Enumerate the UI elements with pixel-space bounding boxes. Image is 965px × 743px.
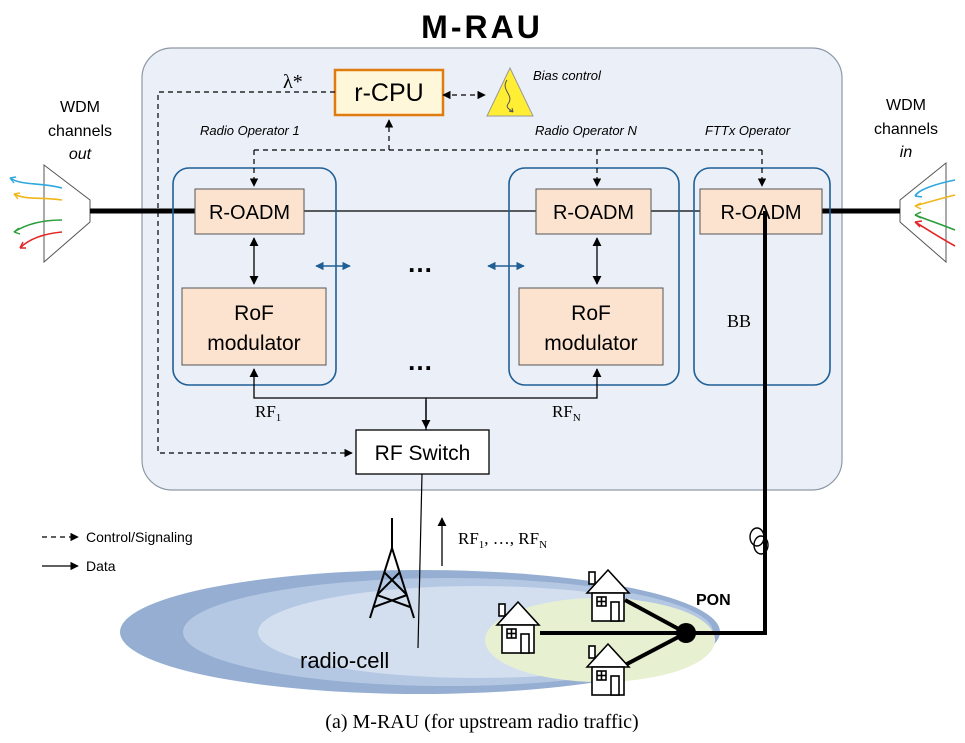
bb-label: BB: [727, 311, 751, 331]
rof-modulator-n-line1: RoF: [571, 302, 611, 325]
wdm-in-mux-icon: [899, 161, 956, 264]
legend-data-label: Data: [86, 558, 116, 574]
roadm-n-block: [535, 188, 652, 235]
diagram-title: M-RAU: [421, 9, 543, 45]
wdm-in-line3: in: [900, 144, 913, 161]
r-cpu-label: r-CPU: [354, 79, 423, 107]
rof-modulator-n-line2: modulator: [544, 332, 637, 355]
pon-splitter: [676, 623, 696, 643]
roadm-fttx-label: R-OADM: [720, 202, 801, 224]
legend-control-label: Control/Signaling: [86, 529, 193, 545]
antenna-tower-icon: [369, 518, 415, 619]
wdm-out-line1: WDM: [60, 99, 100, 116]
house-icon: [495, 600, 541, 654]
fiber-coil-icon: [749, 527, 769, 555]
roadm-fttx-block: [699, 188, 823, 235]
rfn-label: RFN: [552, 402, 581, 424]
rf-switch-block: [355, 429, 490, 475]
radio-cell-area: [120, 570, 720, 694]
rof-modulator-1-line2: modulator: [207, 332, 300, 355]
roadm-1-label: R-OADM: [209, 202, 290, 224]
rof-modulator-1-line1: RoF: [234, 302, 274, 325]
control-lines: [157, 90, 767, 458]
lambda-label: λ*: [283, 71, 303, 93]
wdm-in-line2: channels: [874, 121, 938, 138]
bias-control-label: Bias control: [533, 68, 602, 83]
radio-operator-n-module: [508, 167, 680, 386]
rof-modulator-n-block: [518, 287, 664, 366]
roadm-1-block: [194, 188, 305, 235]
bias-control-icon: [486, 66, 534, 117]
wdm-out-line3: out: [69, 146, 92, 163]
wdm-out-demux-icon: [9, 163, 91, 264]
rf1-label: RF1: [255, 402, 281, 424]
legend: Control/Signaling Data: [42, 529, 193, 574]
rf-data-lines: [249, 368, 602, 430]
house-icon: [585, 568, 631, 622]
roadm-n-label: R-OADM: [553, 202, 634, 224]
rf-switch-label: RF Switch: [375, 442, 471, 465]
wdm-in-line1: WDM: [886, 97, 926, 114]
pon-label: PON: [696, 592, 731, 609]
fttx-operator-label: FTTx Operator: [705, 123, 791, 138]
house-icon: [585, 642, 631, 696]
radio-operator-1-label: Radio Operator 1: [200, 123, 300, 138]
radio-cell-label: radio-cell: [300, 648, 389, 673]
radio-operator-n-label: Radio Operator N: [535, 123, 637, 138]
pon-fiber: [686, 211, 767, 635]
rof-modulator-1-block: [181, 287, 327, 366]
ellipsis-bottom: …: [407, 346, 433, 376]
wdm-out-line2: channels: [48, 123, 112, 140]
figure-caption: (a) M-RAU (for upstream radio traffic): [325, 711, 638, 733]
rf-switch-to-antenna: [417, 473, 423, 649]
pon-drops: [540, 598, 687, 667]
ellipsis-top: …: [407, 248, 433, 278]
rf-list-label: RF1, …, RFN: [458, 529, 547, 551]
